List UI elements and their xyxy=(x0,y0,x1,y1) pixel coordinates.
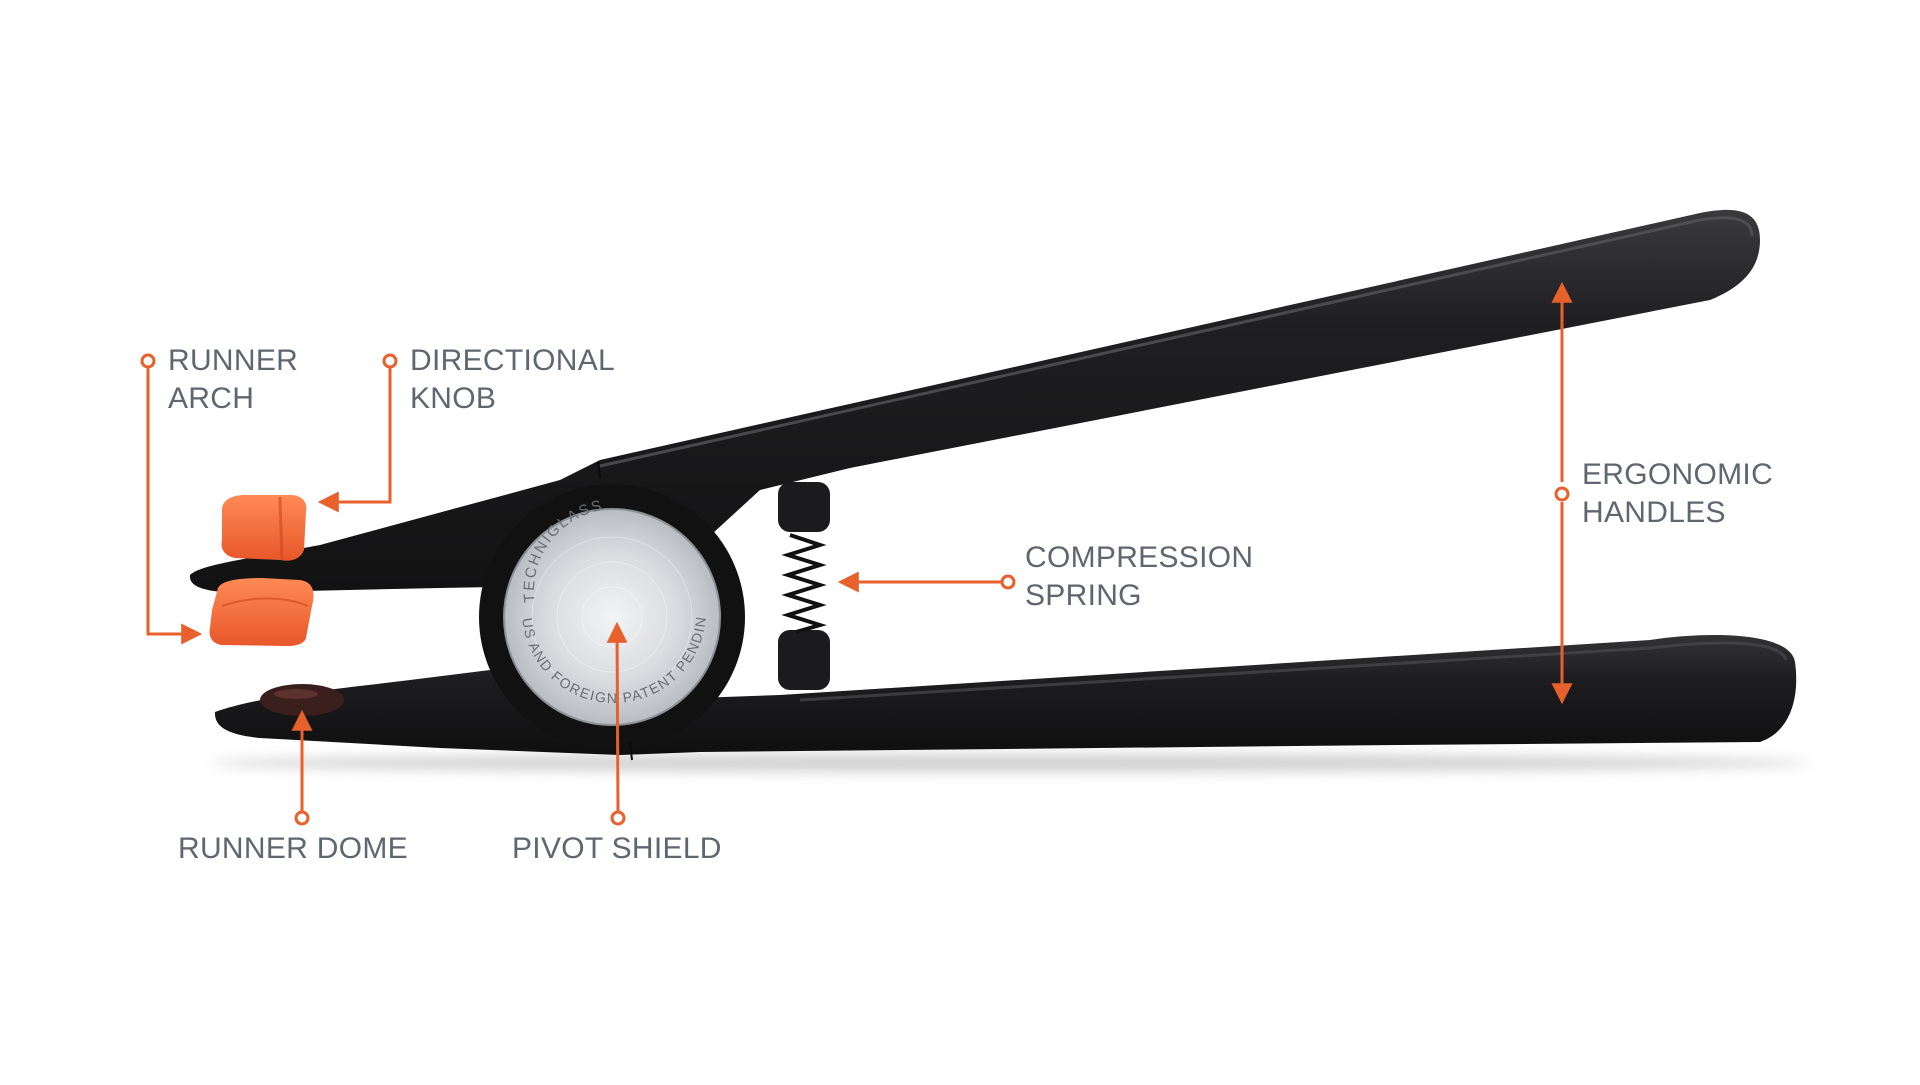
callout-anchors xyxy=(140,353,1570,826)
runner-arch xyxy=(209,578,314,646)
lower-handle-highlight xyxy=(799,641,1788,702)
tool-shadow xyxy=(210,754,1810,772)
directional-knob-anchor xyxy=(382,353,398,369)
upper-handle-highlight xyxy=(599,216,1754,468)
runner-dome-label: RUNNER DOME xyxy=(178,832,408,865)
lower-spring-post xyxy=(778,630,830,690)
callout-leaders xyxy=(146,281,1573,812)
runner-arch-leader xyxy=(146,368,203,645)
pivot-shield-leader xyxy=(606,621,628,812)
directional-knob-label: DIRECTIONAL KNOB xyxy=(410,344,615,415)
runner-dome-anchor xyxy=(294,810,310,826)
runner-arch-anchor xyxy=(140,353,156,369)
compression-spring xyxy=(781,533,827,634)
pivot-shield-label: PIVOT SHIELD xyxy=(512,832,722,865)
ergonomic-handles-anchor xyxy=(1554,486,1570,502)
directional-knob-leader xyxy=(317,368,392,513)
runner-arch-label: RUNNER ARCH xyxy=(168,344,299,415)
directional-knob xyxy=(221,495,307,561)
compression-spring-label: COMPRESSION SPRING xyxy=(1025,541,1254,612)
compression-spring-anchor xyxy=(1000,574,1016,590)
pivot-shield-anchor xyxy=(610,810,626,826)
pivot-shield-disc xyxy=(503,508,721,726)
pivot-brushed-texture xyxy=(531,536,693,698)
upper-spring-post xyxy=(778,482,830,532)
runner-dome xyxy=(260,684,344,716)
ergonomic-handles-label: ERGONOMIC HANDLES xyxy=(1582,458,1774,529)
